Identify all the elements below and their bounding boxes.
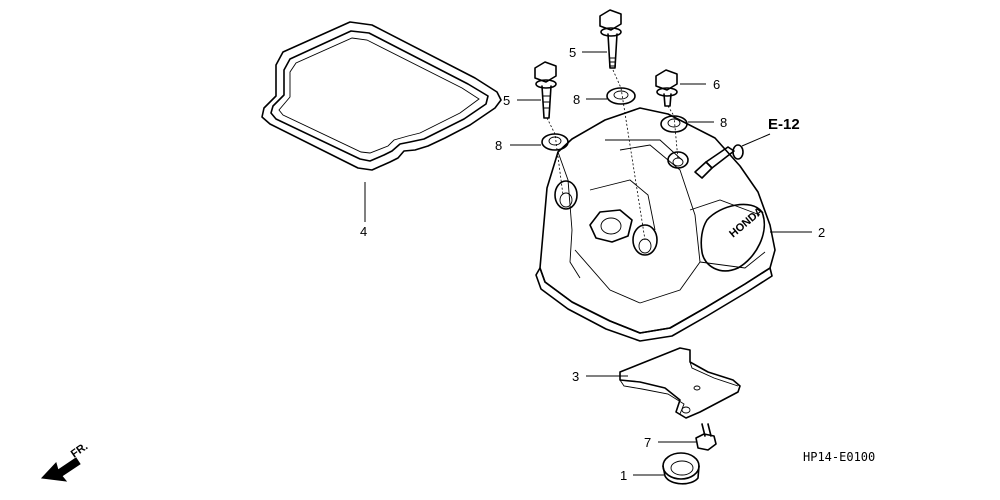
callout-6: 6 [713,77,720,92]
bolt-left [534,61,557,119]
callout-8-left: 8 [495,138,502,153]
callout-2: 2 [818,225,825,240]
reference-e12: E-12 [768,116,800,133]
callout-8-middle: 8 [573,92,580,107]
front-label: FR. [69,440,90,460]
callout-4: 4 [360,224,367,239]
bolt-right [599,9,622,69]
bolt-6 [655,69,678,107]
bracket [619,347,741,419]
assembly-line-right [667,105,679,161]
callout-7: 7 [644,435,651,450]
callout-5-right: 5 [569,45,576,60]
assembly-line-left [546,117,564,196]
callout-8-right: 8 [720,115,727,130]
callout-3: 3 [572,369,579,384]
callout-5-left: 5 [503,93,510,108]
callout-1: 1 [620,468,627,483]
bolt-7 [695,423,717,451]
cylinder-head-cover [535,107,776,342]
leader-e12 [741,133,771,147]
assembly-line-middle [612,69,646,241]
washer-middle [606,87,636,105]
diagram-code: HP14-E0100 [803,450,875,464]
seal-ring [662,452,700,485]
front-arrow-icon [40,457,81,482]
washer-right [660,115,688,133]
cylinder-head-cover-gasket [261,21,502,171]
